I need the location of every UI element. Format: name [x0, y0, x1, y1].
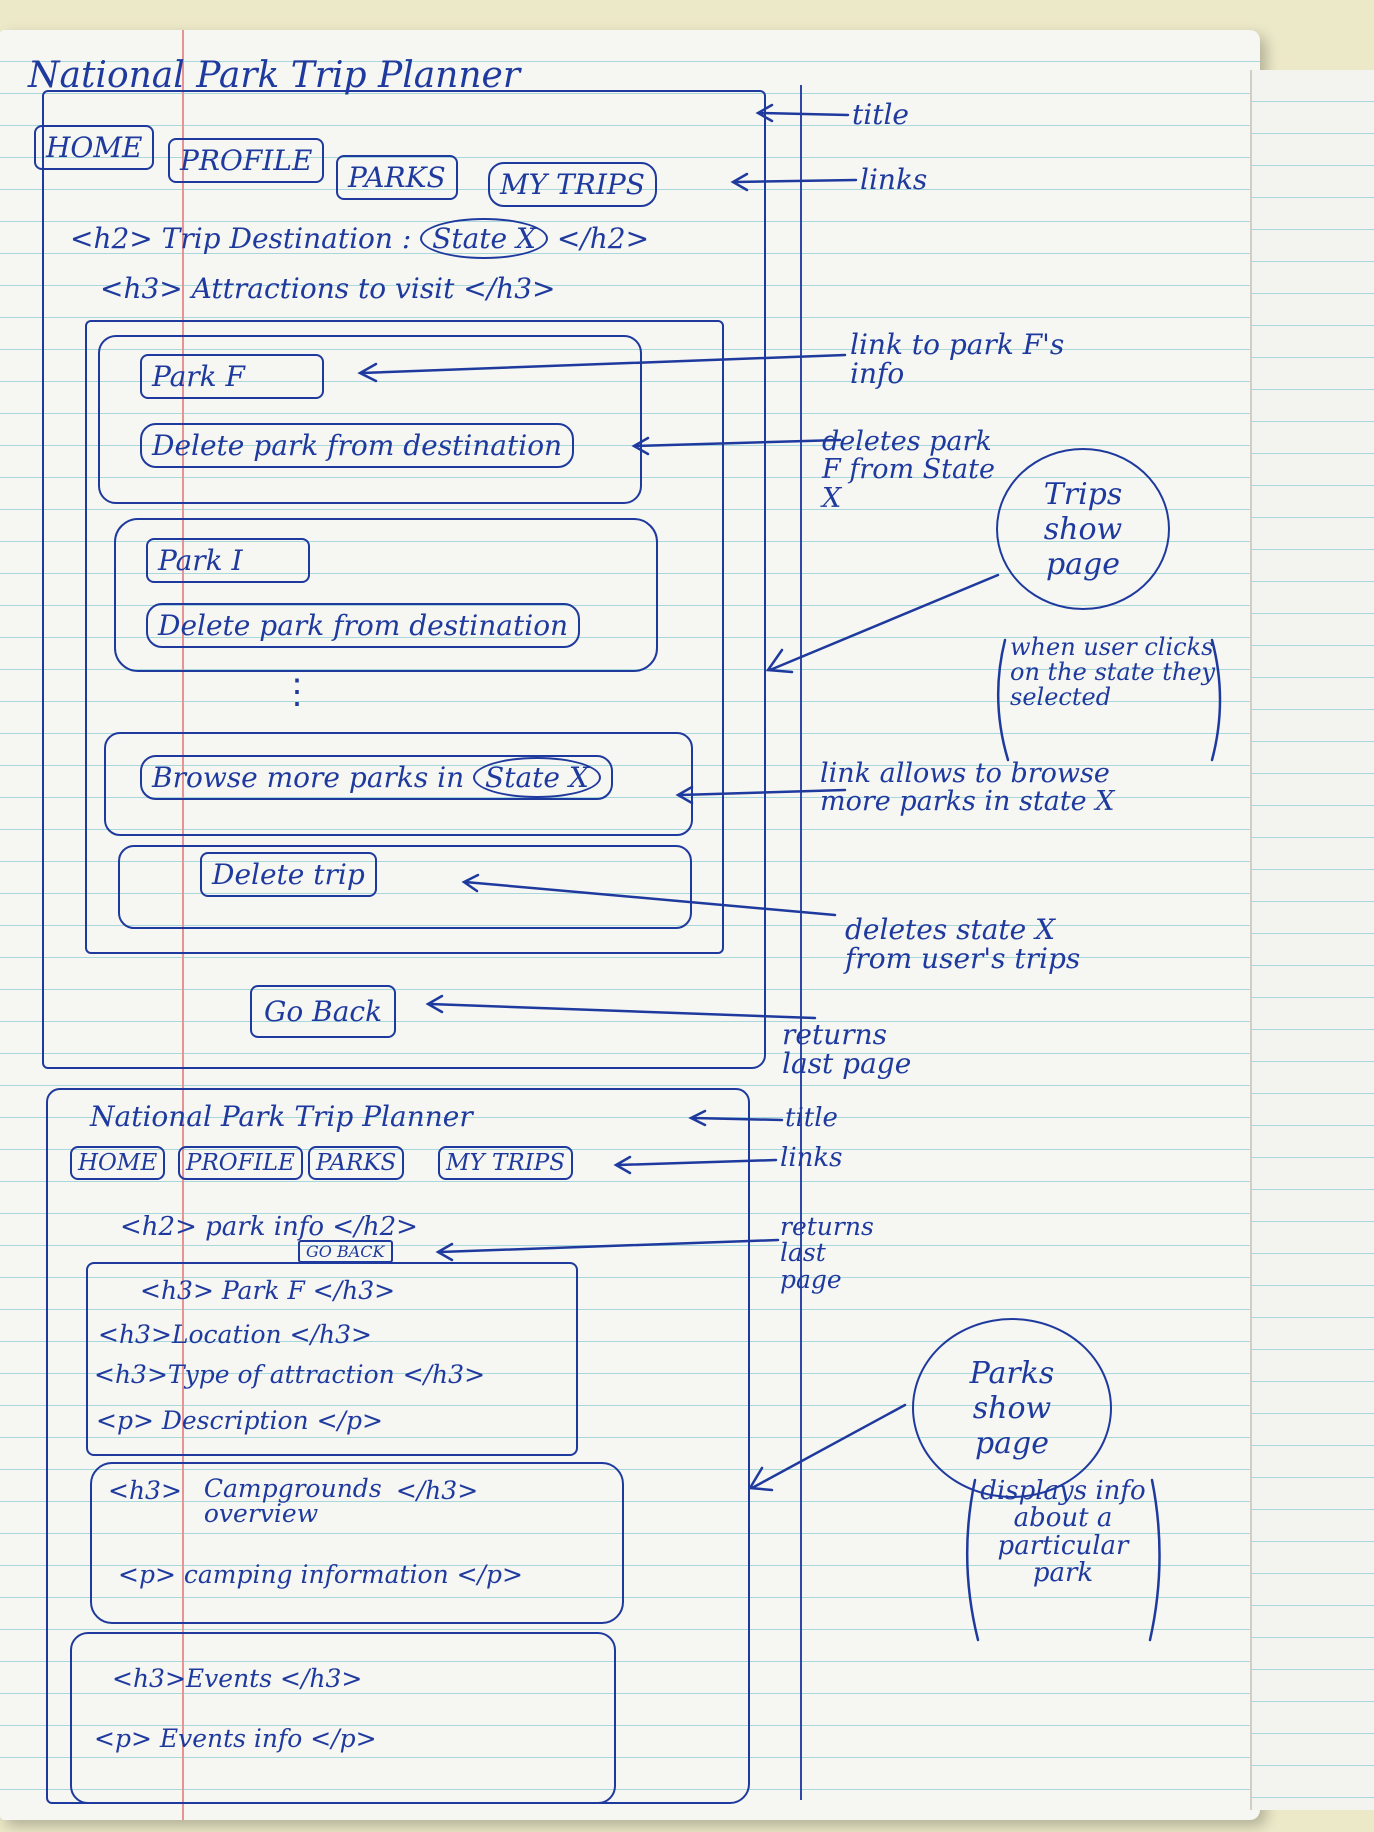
notes-divider: [800, 85, 802, 1800]
campgrounds-h3-close: </h3>: [395, 1476, 479, 1505]
note-browse: link allows to browse more parks in stat…: [820, 758, 1115, 818]
park-attraction-type: <h3>Type of attraction </h3>: [94, 1360, 486, 1389]
park-details-card: [86, 1262, 578, 1456]
camping-info: <p> camping information </p>: [118, 1560, 523, 1589]
note-links-2: links: [780, 1143, 843, 1173]
note-go-back-1: returns last page: [782, 1018, 912, 1081]
park-f-link[interactable]: Park F: [140, 354, 324, 399]
browse-state: State X: [473, 757, 601, 798]
campgrounds-h3-open: <h3>: [108, 1476, 182, 1505]
go-back-button-1[interactable]: Go Back: [250, 985, 397, 1038]
trips-title: National Park Trip Planner: [28, 55, 521, 96]
trips-h2-close: </h2>: [556, 222, 650, 255]
nav-mytrips-2[interactable]: MY TRIPS: [438, 1146, 574, 1180]
park-h2: <h2> park info </h2>: [120, 1212, 418, 1242]
browse-prefix: Browse more parks in: [152, 761, 465, 794]
notebook-page: [0, 30, 1260, 1820]
nav-mytrips-1[interactable]: MY TRIPS: [488, 162, 657, 207]
browse-more-parks-link[interactable]: Browse more parks in State X: [140, 755, 613, 800]
park-description: <p> Description </p>: [96, 1406, 383, 1435]
nav-parks-2[interactable]: PARKS: [308, 1146, 405, 1180]
note-park-link: link to park F's info: [850, 328, 1065, 391]
nav-home-1[interactable]: HOME: [34, 125, 155, 170]
campgrounds-card: [90, 1462, 624, 1624]
trips-h2-open: <h2> Trip Destination :: [70, 222, 412, 255]
delete-park-i-button[interactable]: Delete park from destination: [146, 603, 581, 648]
delete-park-f-button[interactable]: Delete park from destination: [140, 423, 575, 468]
park-title: National Park Trip Planner: [90, 1100, 473, 1133]
next-page-edge: [1250, 70, 1374, 1810]
events-card: [70, 1632, 616, 1804]
note-go-back-2: returns last page: [780, 1212, 874, 1294]
campgrounds-h3: <h3> Campgrounds overview </h3>: [108, 1476, 478, 1526]
park-i-card: [114, 518, 658, 672]
park-f-card: [98, 335, 642, 504]
note-title-1: title: [852, 98, 909, 131]
go-back-button-2[interactable]: GO BACK: [298, 1240, 393, 1263]
trips-h2: <h2> Trip Destination : State X </h2>: [70, 218, 650, 259]
margin-line: [182, 30, 184, 1820]
events-h3: <h3>Events </h3>: [112, 1664, 363, 1693]
events-info: <p> Events info </p>: [94, 1724, 377, 1753]
trips-show-page-label: Trips show page: [996, 448, 1170, 610]
note-links-1: links: [860, 163, 928, 196]
note-display: displays info about a particular park: [980, 1476, 1146, 1588]
more-parks-ellipsis: ⋮: [280, 672, 314, 712]
attractions-container: [85, 320, 724, 954]
campgrounds-title: Campgrounds overview: [203, 1474, 382, 1528]
trips-h2-state: State X: [420, 218, 548, 259]
nav-parks-1[interactable]: PARKS: [336, 155, 458, 200]
park-i-link[interactable]: Park I: [146, 538, 310, 583]
trips-page-frame: [42, 90, 766, 1069]
trips-show-page-text: Trips show page: [1043, 476, 1123, 582]
browse-card: [104, 732, 693, 836]
nav-home-2[interactable]: HOME: [70, 1146, 166, 1180]
trips-h3: <h3> Attractions to visit </h3>: [100, 272, 556, 305]
parks-show-page-label: Parks show page: [912, 1318, 1112, 1498]
nav-profile-2[interactable]: PROFILE: [178, 1146, 303, 1180]
note-when-user: when user clicks on the state they selec…: [1010, 633, 1216, 712]
nav-profile-1[interactable]: PROFILE: [168, 138, 325, 183]
note-title-2: title: [785, 1103, 838, 1133]
parks-show-page-text: Parks show page: [969, 1355, 1055, 1461]
delete-trip-button[interactable]: Delete trip: [200, 852, 377, 897]
note-delete-park: deletes park F from State X: [822, 426, 995, 514]
park-details-h3: <h3> Park F </h3>: [140, 1276, 396, 1305]
park-location: <h3>Location </h3>: [98, 1320, 372, 1349]
note-delete-trip: deletes state X from user's trips: [845, 913, 1081, 976]
